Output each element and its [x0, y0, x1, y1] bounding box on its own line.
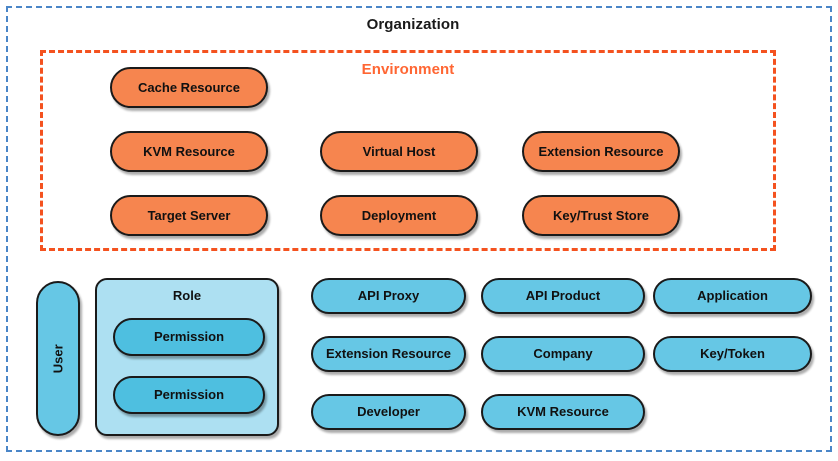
- environment-title: Environment: [361, 61, 455, 78]
- org-node-developer[interactable]: Developer: [311, 394, 466, 430]
- env-node-kvm-resource[interactable]: KVM Resource: [110, 131, 268, 172]
- env-node-virtual-host[interactable]: Virtual Host: [320, 131, 478, 172]
- env-node-extension-resource[interactable]: Extension Resource: [522, 131, 680, 172]
- org-node-user[interactable]: User: [36, 281, 80, 436]
- org-node-application[interactable]: Application: [653, 278, 812, 314]
- org-node-api-proxy[interactable]: API Proxy: [311, 278, 466, 314]
- environment-boundary: [40, 50, 776, 251]
- env-node-deployment[interactable]: Deployment: [320, 195, 478, 236]
- role-permission-2[interactable]: Permission: [113, 376, 265, 414]
- org-node-company[interactable]: Company: [481, 336, 645, 372]
- org-node-key-token[interactable]: Key/Token: [653, 336, 812, 372]
- role-permission-1[interactable]: Permission: [113, 318, 265, 356]
- organization-boundary: [6, 6, 832, 452]
- org-node-kvm-resource[interactable]: KVM Resource: [481, 394, 645, 430]
- org-node-user-label: User: [50, 344, 66, 373]
- org-node-extension-resource[interactable]: Extension Resource: [311, 336, 466, 372]
- role-title: Role: [172, 288, 202, 303]
- env-node-key-trust-store[interactable]: Key/Trust Store: [522, 195, 680, 236]
- env-node-target-server[interactable]: Target Server: [110, 195, 268, 236]
- env-node-cache-resource[interactable]: Cache Resource: [110, 67, 268, 108]
- org-node-api-product[interactable]: API Product: [481, 278, 645, 314]
- org-node-role[interactable]: Role Permission Permission: [95, 278, 279, 436]
- organization-title: Organization: [366, 16, 460, 33]
